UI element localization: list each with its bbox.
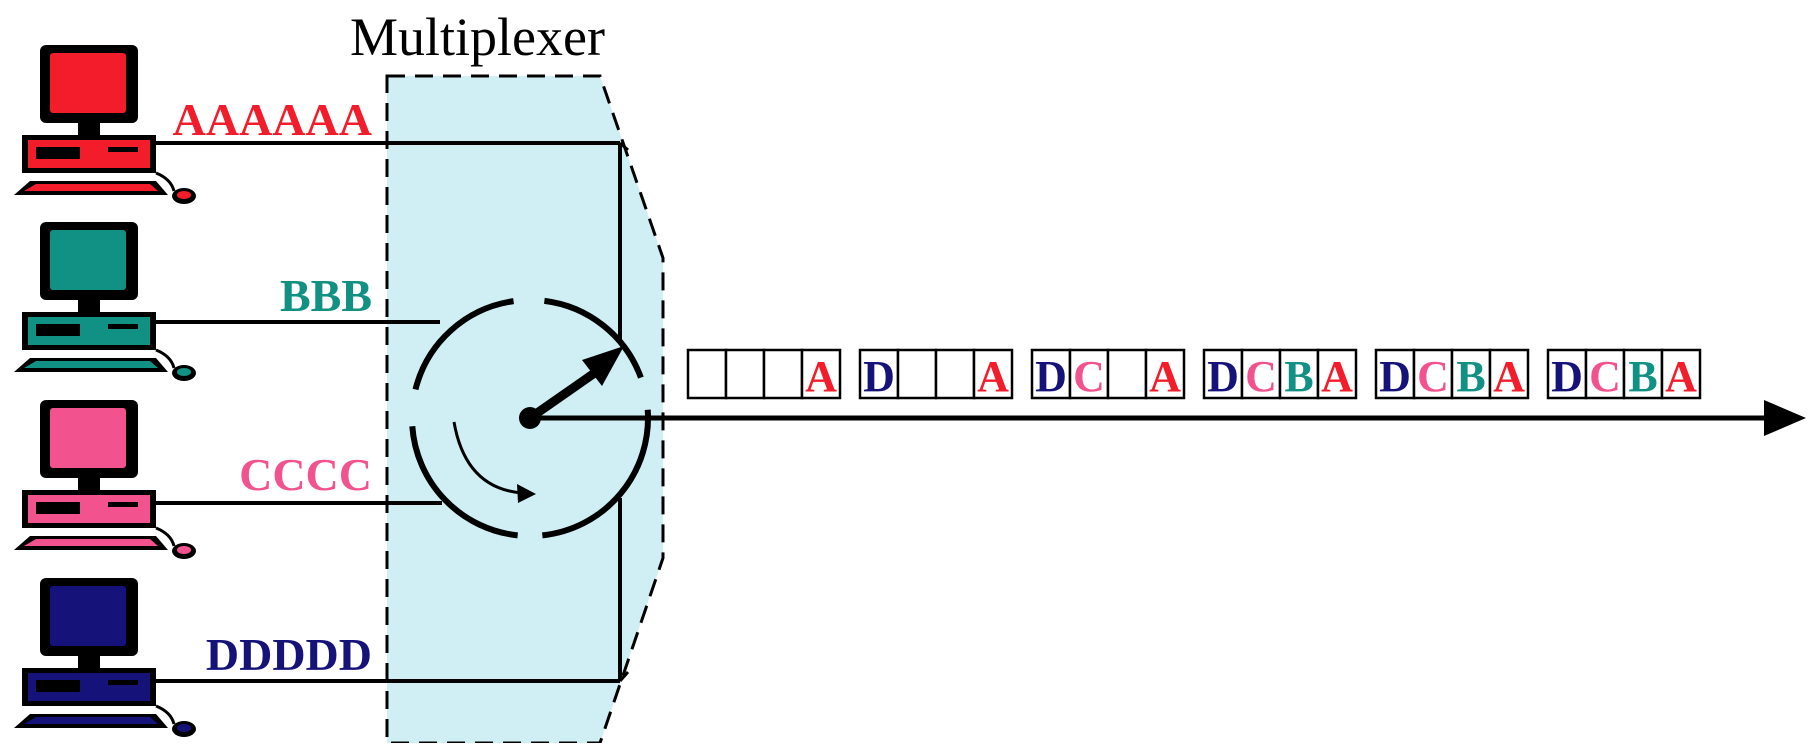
slot-letter: D (863, 352, 895, 401)
source-label: DDDDD (206, 629, 372, 680)
slot-letter: B (1628, 352, 1657, 401)
source-label: CCCC (239, 449, 372, 500)
frame-slot (1108, 350, 1146, 398)
multiplexer-title: Multiplexer (350, 7, 605, 67)
slot-letter: C (1589, 352, 1621, 401)
frame: A (688, 350, 840, 401)
output-line (530, 400, 1806, 436)
frame-slot (898, 350, 936, 398)
slot-letter: C (1245, 352, 1277, 401)
frame-slot (726, 350, 764, 398)
computer-icon (14, 578, 196, 737)
computer-icon (14, 45, 196, 204)
source-label: BBB (280, 270, 372, 321)
arrow-right-icon (1764, 400, 1806, 436)
slot-letter: A (1665, 352, 1697, 401)
frame-slot (688, 350, 726, 398)
slot-letter: D (1551, 352, 1583, 401)
source-b: BBB (14, 222, 440, 381)
computer-icon (14, 222, 196, 381)
slot-letter: A (1321, 352, 1353, 401)
computer-icon (14, 400, 196, 559)
source-label: AAAAAA (173, 94, 372, 145)
frame-slot (764, 350, 802, 398)
slot-letter: D (1207, 352, 1239, 401)
slot-letter: D (1035, 352, 1067, 401)
slot-letter: A (1493, 352, 1525, 401)
slot-letter: A (977, 352, 1009, 401)
slot-letter: A (1149, 352, 1181, 401)
slot-letter: B (1456, 352, 1485, 401)
source-c: CCCC (14, 400, 442, 559)
slot-letter: A (805, 352, 837, 401)
slot-letter: C (1417, 352, 1449, 401)
slot-letter: D (1379, 352, 1411, 401)
slot-letter: B (1284, 352, 1313, 401)
frame-slot (936, 350, 974, 398)
slot-letter: C (1073, 352, 1105, 401)
